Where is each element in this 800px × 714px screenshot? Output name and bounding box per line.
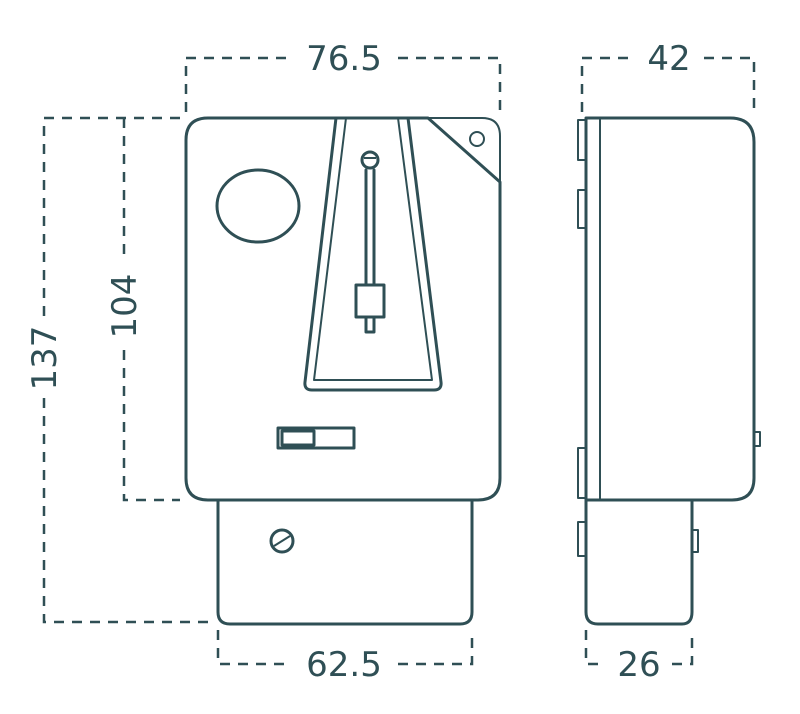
front-view <box>184 116 502 626</box>
side-base-knob <box>692 529 699 553</box>
coin-slot-frame-outer <box>303 116 443 392</box>
dim-side-depth: 42 <box>647 39 690 79</box>
side-tab-top <box>577 119 586 161</box>
slide-switch <box>276 426 356 450</box>
slot-rod <box>354 150 386 334</box>
side-base-box <box>584 498 694 626</box>
side-tab-mid <box>577 189 586 229</box>
side-view <box>577 116 761 626</box>
dim-total-height: 137 <box>25 326 65 391</box>
corner-chamfer <box>428 117 501 182</box>
side-tab-low <box>577 447 586 499</box>
dimension-lines <box>42 56 756 666</box>
dim-front-width: 76.5 <box>306 39 382 79</box>
front-base-box <box>216 498 474 626</box>
round-window <box>215 168 301 244</box>
dim-front-base-width: 62.5 <box>306 645 382 685</box>
dim-body-height: 104 <box>105 274 145 339</box>
side-rear-knob <box>754 431 761 447</box>
side-base-lip <box>577 521 587 557</box>
front-main-body <box>184 116 502 502</box>
side-main-body <box>584 116 756 502</box>
coin-slot-frame-inner <box>313 117 433 381</box>
base-screw-icon <box>269 528 295 554</box>
dim-side-base-depth: 26 <box>617 645 660 685</box>
corner-hole-icon <box>469 131 485 147</box>
